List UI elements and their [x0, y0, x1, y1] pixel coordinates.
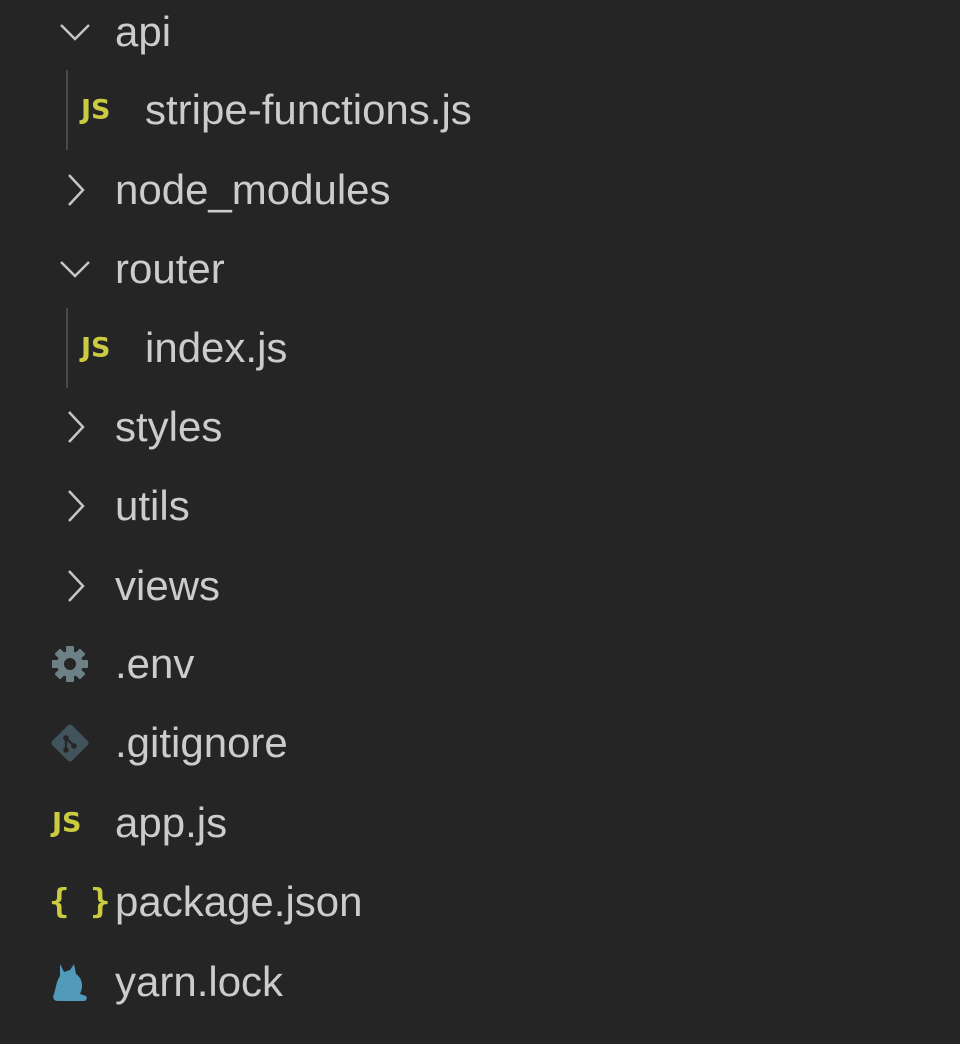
file-package-json[interactable]: { } package.json	[0, 872, 960, 932]
file-label: .env	[115, 640, 195, 687]
js-file-icon: JS	[81, 94, 111, 126]
folder-styles[interactable]: styles	[0, 397, 960, 457]
chevron-right-icon	[68, 570, 85, 602]
js-file-icon: JS	[81, 332, 111, 364]
chevron-down-icon	[60, 261, 90, 278]
file-yarn-lock[interactable]: yarn.lock	[0, 952, 960, 1012]
file-label: .gitignore	[115, 719, 288, 766]
indent-guide-api	[66, 70, 68, 150]
folder-label: api	[115, 8, 172, 55]
folder-router[interactable]: router	[0, 239, 960, 299]
file-label: stripe-functions.js	[145, 86, 472, 133]
yarn-cat-icon	[53, 964, 87, 1002]
chevron-right-icon	[68, 174, 85, 206]
folder-node-modules[interactable]: node_modules	[0, 160, 960, 220]
folder-label: views	[115, 562, 221, 609]
chevron-down-icon	[60, 24, 90, 41]
chevron-right-icon	[68, 490, 85, 522]
folder-label: node_modules	[115, 166, 391, 213]
folder-api[interactable]: api	[0, 2, 960, 62]
folder-label: router	[115, 245, 225, 292]
folder-label: utils	[115, 482, 190, 529]
folder-views[interactable]: views	[0, 556, 960, 616]
file-app-js[interactable]: JS app.js	[0, 793, 960, 853]
file-env[interactable]: .env	[0, 634, 960, 694]
file-label: app.js	[115, 799, 228, 846]
file-index-js[interactable]: JS index.js	[0, 318, 960, 378]
gear-icon	[52, 646, 88, 682]
js-file-icon: JS	[52, 807, 82, 839]
file-label: yarn.lock	[115, 958, 284, 1005]
folder-utils[interactable]: utils	[0, 476, 960, 536]
file-gitignore[interactable]: .gitignore	[0, 713, 960, 773]
json-braces-icon: { }	[49, 882, 111, 922]
file-stripe-functions-js[interactable]: JS stripe-functions.js	[0, 80, 960, 140]
git-icon	[51, 724, 89, 762]
indent-guide-router	[66, 308, 68, 388]
folder-label: styles	[115, 403, 223, 450]
file-label: package.json	[115, 878, 363, 925]
file-label: index.js	[145, 324, 288, 371]
chevron-right-icon	[68, 411, 85, 443]
